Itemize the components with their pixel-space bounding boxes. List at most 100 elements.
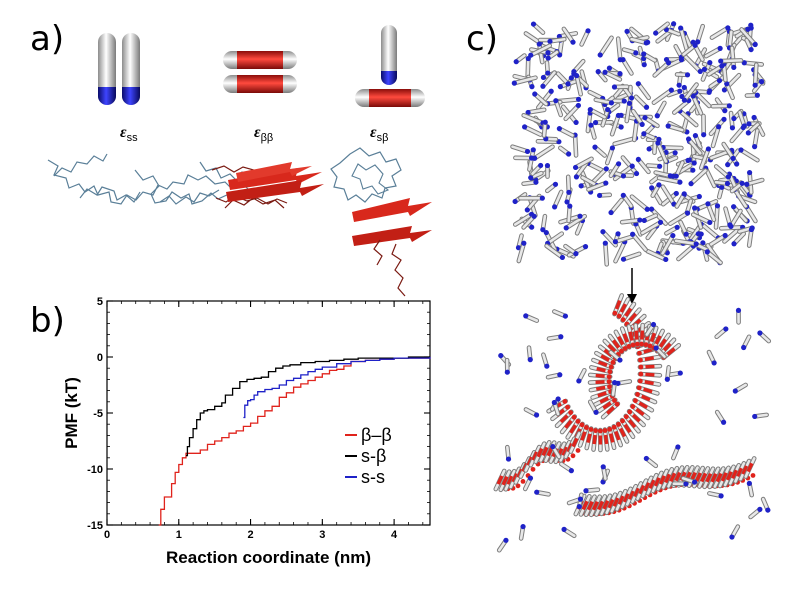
random-rod-cap	[521, 240, 527, 246]
aggregate-rod-b-bead	[607, 369, 613, 375]
random-rod-cap	[575, 102, 581, 109]
aggregate-rod-c-core	[496, 475, 504, 485]
random-rod-cap	[615, 112, 622, 119]
free-rod-cap	[550, 444, 556, 450]
random-rod-highlight	[678, 109, 698, 127]
random-rod-highlight	[546, 232, 564, 245]
aggregate-rod-b-core	[622, 333, 629, 343]
random-rod-highlight	[683, 83, 698, 102]
random-rod-highlight	[706, 202, 716, 222]
random-rod-highlight	[652, 88, 673, 104]
random-rod-cap	[745, 130, 751, 136]
random-rod-highlight	[616, 37, 622, 61]
random-rod-highlight	[625, 101, 631, 123]
aggregate-rod-a-core	[638, 401, 648, 409]
aggregate-rod-a-bead	[593, 428, 598, 434]
random-rod-highlight	[724, 207, 732, 227]
random-rod-highlight	[526, 108, 546, 114]
x-tick-label: 1	[176, 529, 182, 541]
random-rod-cap	[673, 173, 679, 179]
aggregate-rod-a-bead	[568, 410, 574, 415]
random-rod-highlight	[701, 223, 720, 240]
random-rod-cap	[677, 88, 683, 94]
aggregate-rod-b-bead	[607, 384, 612, 390]
free-rod-cap	[732, 388, 738, 394]
random-rod-cap	[731, 204, 737, 210]
aggregate-rod-a-bead	[623, 414, 629, 420]
random-rod-highlight	[567, 245, 587, 257]
aggregate-rod-b-core	[597, 360, 608, 367]
random-rod-highlight	[730, 46, 736, 69]
random-rod-highlight	[710, 26, 730, 39]
free-rod-cap	[617, 357, 623, 363]
random-rod-cap	[563, 225, 569, 231]
random-rod-cap	[528, 52, 534, 58]
random-rod-cap	[731, 64, 737, 71]
random-rod-cap	[738, 147, 744, 153]
random-rod-cap	[678, 25, 684, 31]
aggregate-rod-a-core	[564, 419, 573, 429]
random-rod-cap	[637, 217, 643, 223]
random-rod-cap	[529, 224, 535, 230]
y-tick-label: -15	[87, 520, 103, 532]
random-rod-cap	[620, 256, 627, 262]
random-rod-cap	[532, 155, 538, 161]
random-rod-cap	[602, 69, 608, 75]
random-rod-highlight	[705, 250, 722, 264]
random-rod-cap	[624, 28, 630, 34]
transition-arrow	[627, 268, 637, 304]
random-rod-highlight	[699, 147, 710, 170]
random-rod-cap	[644, 206, 650, 212]
aggregate-rod-b-bead	[626, 343, 632, 349]
aggregate-rod-d-core	[715, 472, 723, 483]
random-rod-highlight	[513, 213, 533, 226]
random-rod-cap	[559, 254, 565, 261]
plot-frame	[106, 300, 431, 526]
aggregate-rod-a-bead	[612, 310, 618, 316]
random-rod-highlight	[594, 98, 613, 105]
random-rod-highlight	[753, 129, 759, 148]
aggregated-state-snapshot	[493, 293, 772, 553]
sb-molecule	[330, 147, 432, 297]
random-rod-cap	[716, 124, 722, 130]
free-rod-cap	[562, 313, 569, 319]
random-rod-cap	[643, 104, 650, 110]
random-rod-highlight	[581, 176, 599, 187]
random-rod-cap	[653, 30, 659, 36]
random-rod-cap	[741, 123, 747, 129]
aggregate-rod-a-core	[631, 413, 641, 423]
random-rod-cap	[725, 162, 731, 168]
aggregate-rod-c-core	[536, 447, 544, 458]
sb-rod-pair	[355, 25, 425, 107]
random-rod-cap	[533, 179, 539, 185]
free-rod-cap	[735, 307, 742, 314]
aggregate-rod-b-core	[658, 338, 667, 348]
aggregate-rod-d-core	[746, 462, 754, 473]
aggregate-rod-c-core	[541, 446, 549, 457]
x-axis-label: Reaction coordinate (nm)	[166, 548, 371, 567]
random-rod-highlight	[689, 169, 707, 185]
free-rod-cap	[576, 504, 582, 510]
random-rod-highlight	[541, 71, 556, 88]
random-rod-highlight	[517, 241, 526, 263]
random-rod-cap	[701, 66, 708, 72]
random-rod-cap	[643, 40, 649, 46]
random-rod-highlight	[691, 213, 712, 224]
random-rod-cap	[746, 169, 753, 176]
free-rod-cap	[555, 396, 561, 402]
random-rod-cap	[574, 73, 580, 79]
random-rod-highlight	[745, 178, 764, 186]
random-rod-cap	[695, 231, 701, 237]
random-rod-highlight	[653, 61, 670, 77]
free-rod-cap	[544, 363, 550, 369]
random-rod-cap	[641, 131, 647, 137]
random-rod-highlight	[740, 28, 757, 46]
random-rod-cap	[641, 62, 647, 68]
random-rod-highlight	[630, 195, 649, 211]
aggregate-rod-c-core	[501, 475, 509, 486]
random-rod-cap	[544, 162, 551, 169]
random-rod-cap	[754, 92, 760, 98]
aggregate-rod-b-core	[654, 335, 662, 345]
random-rod-cap	[532, 91, 538, 97]
random-rod-cap	[731, 115, 737, 122]
